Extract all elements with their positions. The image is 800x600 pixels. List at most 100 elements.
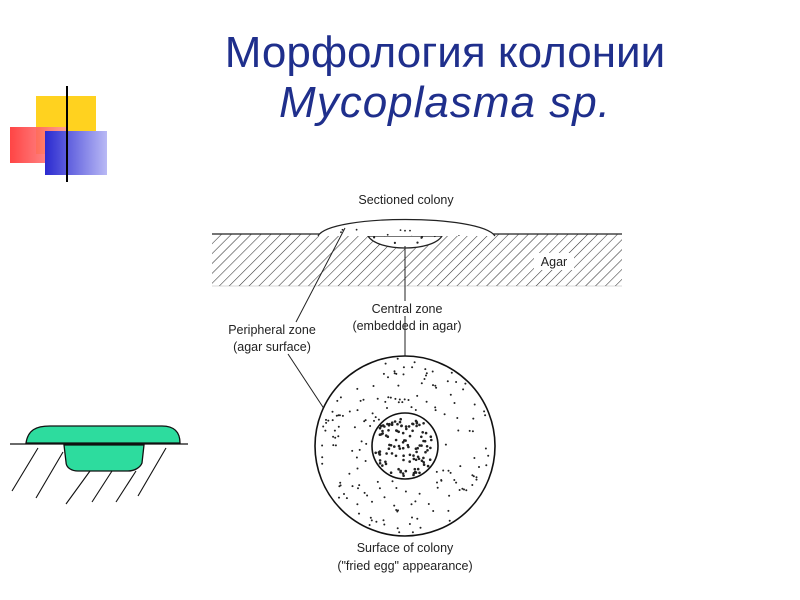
stipple-dot [448, 176, 450, 178]
stipple-dot [390, 423, 394, 427]
stipple-dot [416, 241, 419, 244]
stipple-dot [449, 393, 452, 396]
stipple-dot [466, 187, 468, 189]
stipple-dot [341, 414, 344, 417]
stipple-dot [338, 170, 340, 172]
stipple-dot [459, 465, 462, 468]
agar-label-bg [534, 253, 574, 270]
stipple-dot [465, 489, 468, 492]
stipple-dot [431, 177, 433, 179]
stipple-dot [440, 479, 443, 481]
stipple-dot [364, 460, 367, 462]
stipple-dot [334, 174, 336, 176]
stipple-dot [416, 467, 420, 471]
stipple-dot [461, 487, 464, 490]
stipple-dot [335, 414, 338, 417]
stipple-dot [343, 493, 345, 495]
stipple-dot [409, 229, 411, 232]
stipple-dot [433, 151, 435, 153]
stipple-dot [453, 402, 456, 404]
stipple-dot [462, 388, 465, 391]
stipple-dot [443, 413, 446, 416]
stipple-dot [397, 179, 399, 181]
stipple-dot [391, 480, 394, 483]
stipple-dot [384, 434, 388, 437]
stipple-dot [337, 435, 340, 438]
stipple-dot [371, 412, 374, 415]
stipple-dot [356, 503, 359, 506]
stipple-dot [420, 459, 424, 463]
stipple-dot [345, 497, 348, 500]
stipple-dot [363, 420, 366, 423]
stipple-dot [430, 438, 433, 442]
stipple-dot [426, 464, 430, 468]
stipple-dot [446, 380, 449, 383]
stipple-dot [394, 397, 397, 400]
stipple-dot [462, 181, 464, 183]
stipple-dot [393, 372, 396, 375]
stipple-dot [398, 531, 401, 534]
stipple-dot [400, 424, 403, 428]
stipple-dot [390, 421, 394, 425]
stipple-dot [417, 210, 419, 212]
stipple-dot [406, 443, 410, 447]
stipple-dot [423, 439, 427, 443]
stipple-dot [398, 398, 401, 401]
stipple-dot [408, 523, 411, 525]
stipple-dot [455, 381, 458, 383]
stipple-dot [448, 519, 451, 522]
stipple-dot [414, 458, 418, 462]
stipple-dot [447, 509, 450, 512]
slide-title: Морфология колонии Mycoplasma sp. [0, 28, 800, 128]
stipple-dot [412, 454, 415, 457]
stipple-dot [410, 503, 413, 506]
stipple-dot [412, 457, 416, 461]
stipple-dot [424, 450, 427, 454]
stipple-dot [341, 228, 344, 231]
stipple-dot [411, 289, 413, 291]
stipple-dot [491, 221, 494, 224]
stipple-dot [404, 425, 408, 428]
stipple-dot [408, 460, 412, 463]
stipple-dot [373, 236, 376, 239]
stipple-dot [449, 471, 452, 474]
stipple-dot [355, 214, 357, 216]
stipple-dot [453, 211, 455, 213]
stipple-dot [376, 397, 379, 400]
stipple-dot [387, 429, 390, 432]
stipple-dot [321, 444, 324, 447]
stipple-dot [450, 371, 453, 374]
stipple-dot [429, 435, 433, 439]
stipple-dot [413, 467, 417, 471]
stipple-dot [414, 500, 417, 503]
stipple-dot [463, 488, 465, 491]
stipple-dot [368, 524, 371, 526]
stipple-dot [388, 443, 391, 447]
decorative-squares [10, 86, 770, 182]
stipple-dot [404, 469, 408, 473]
stipple-dot [402, 373, 405, 376]
label-central-zone: Central zone [372, 302, 443, 316]
stipple-dot [383, 425, 386, 428]
label-sectioned-colony: Sectioned colony [358, 193, 454, 207]
colony-surface-view [314, 355, 496, 537]
stipple-dot [422, 456, 425, 460]
stipple-dot [393, 420, 397, 423]
stipple-dot [332, 444, 335, 447]
stipple-dot [399, 229, 402, 232]
stipple-dot [473, 457, 476, 459]
stipple-dot [396, 357, 399, 360]
stipple-dot [420, 236, 424, 238]
stipple-dot [348, 291, 350, 293]
stipple-dot [355, 456, 358, 459]
label-central-zone-sub: (embedded in agar) [352, 319, 461, 333]
stipple-dot [393, 445, 396, 448]
stipple-dot [434, 409, 437, 412]
stipple-dot [435, 470, 438, 473]
stipple-dot [378, 452, 381, 456]
stipple-dot [414, 409, 417, 411]
stipple-dot [399, 417, 403, 421]
stipple-dot [381, 432, 385, 435]
stipple-dot [414, 447, 418, 451]
stipple-dot [456, 417, 459, 419]
